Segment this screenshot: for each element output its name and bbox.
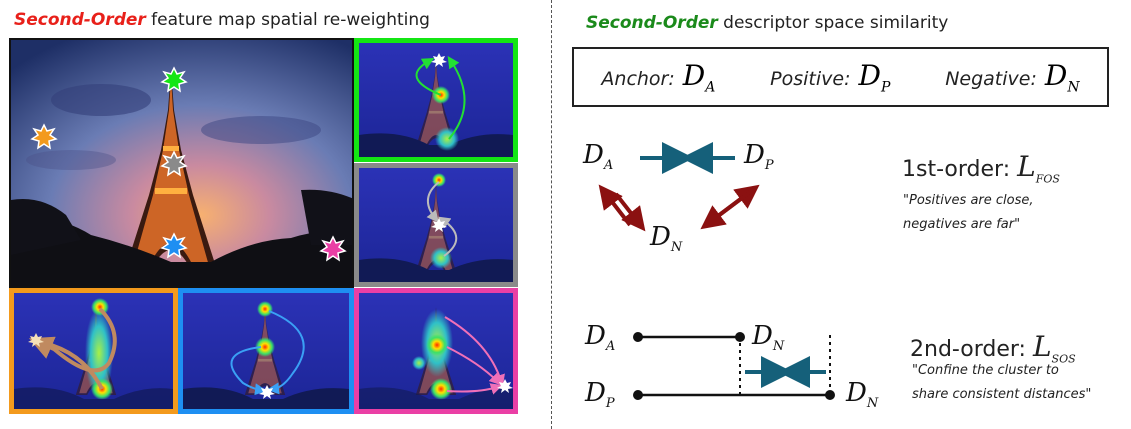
- pink-star-icon: [319, 235, 347, 262]
- positive-symbol: DP: [858, 58, 891, 96]
- first-quote-line1: "Positives are close,: [903, 193, 1034, 208]
- first-negative-node: DN: [650, 222, 683, 256]
- right-title-rest: descriptor space similarity: [717, 13, 949, 33]
- negative-label: Negative:: [945, 67, 1037, 90]
- first-positive-node: DP: [744, 140, 774, 174]
- second-order-diagram: [633, 332, 835, 400]
- first-anchor-node: DA: [583, 140, 614, 174]
- right-title-emphasis: Second-Order: [586, 13, 718, 33]
- first-order-loss: LFOS: [1017, 150, 1060, 186]
- right-title: Second-Order descriptor space similarity: [586, 13, 948, 33]
- first-quote-line2: negatives are far": [903, 217, 1021, 232]
- positive-entry: Positive: DP: [770, 59, 890, 96]
- left-title: Second-Order feature map spatial re-weig…: [14, 10, 430, 30]
- first-order-heading: 1st-order: LFOS: [902, 150, 1060, 186]
- second-positive-node: DP: [585, 378, 615, 412]
- second-negative-node-top: DN: [752, 321, 785, 355]
- blue-heatmap-tile: [178, 288, 354, 414]
- anchor-entry: Anchor: DA: [601, 59, 715, 96]
- main-photo: [9, 38, 354, 288]
- anchor-label: Anchor:: [601, 67, 675, 90]
- anchor-symbol: DA: [682, 58, 716, 96]
- negative-symbol: DN: [1044, 58, 1080, 96]
- green-star-icon: [160, 66, 188, 93]
- pink-heatmap-tile: [354, 288, 518, 414]
- second-order-quote: "Confine the cluster to share consistent…: [912, 359, 1091, 407]
- positive-label: Positive:: [770, 67, 851, 90]
- descriptor-legend-box: Anchor: DA Positive: DP Negative: DN: [572, 47, 1109, 107]
- second-quote-line1: "Confine the cluster to: [912, 363, 1059, 378]
- gray-heatmap-tile: [354, 163, 518, 287]
- second-order-heading: 2nd-order: LSOS: [910, 330, 1076, 366]
- gray-star-icon: [160, 150, 188, 177]
- green-heatmap-tile: [354, 38, 518, 162]
- anchor-to-negative-arrow: [614, 192, 646, 232]
- orange-star-icon: [30, 123, 58, 150]
- negative-entry: Negative: DN: [945, 59, 1079, 96]
- second-anchor-node: DA: [585, 321, 616, 355]
- left-title-rest: feature map spatial re-weighting: [145, 10, 430, 30]
- first-order-quote: "Positives are close, negatives are far": [903, 189, 1034, 237]
- orange-heatmap-tile: [9, 288, 178, 414]
- left-title-emphasis: Second-Order: [14, 10, 146, 30]
- second-order-loss: LSOS: [1032, 330, 1076, 366]
- section-divider: [551, 0, 552, 429]
- second-quote-line2: share consistent distances": [912, 387, 1092, 402]
- first-order-diagram: [598, 142, 760, 232]
- blue-star-icon: [160, 232, 188, 259]
- second-negative-node-bottom: DN: [846, 378, 879, 412]
- positive-to-negative-arrow: [700, 190, 752, 230]
